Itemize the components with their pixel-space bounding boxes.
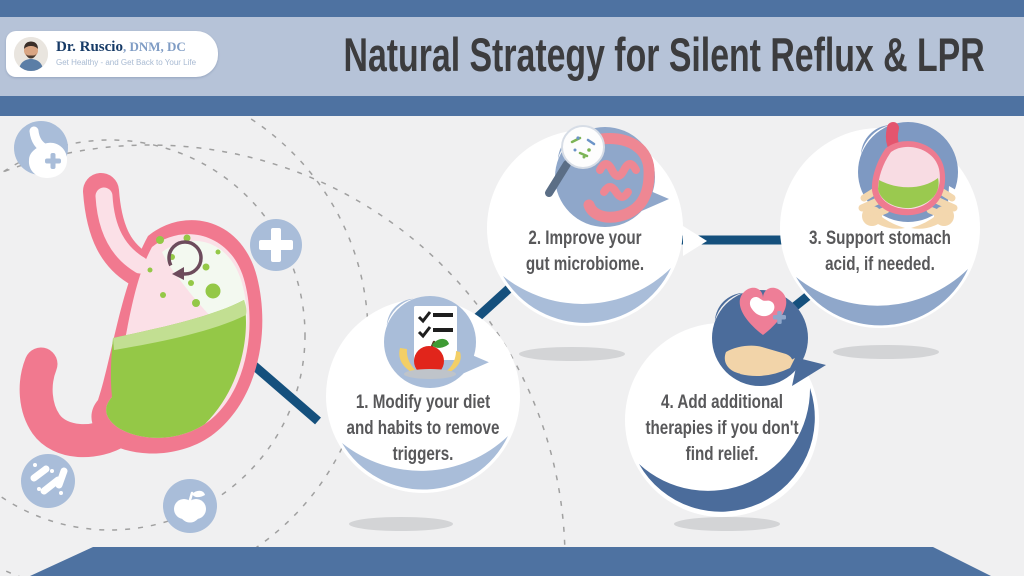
step-bubble-2 <box>487 125 707 326</box>
brand-name: Dr. Ruscio, DNM, DC <box>56 38 216 56</box>
avatar-photo <box>14 37 48 71</box>
header-bottom-strip <box>0 96 1024 116</box>
page-title: Natural Strategy for Silent Reflux & LPR <box>343 28 985 81</box>
brand-name-label: Dr. Ruscio <box>56 39 123 55</box>
reflux-cycle-arrow-icon <box>167 240 203 280</box>
step-3-text: 3. Support stomach acid, if needed. <box>809 228 951 275</box>
step-bubble-3 <box>780 122 980 328</box>
brand-credentials: , DNM, DC <box>122 39 186 54</box>
apple-icon <box>163 479 217 533</box>
header-top-bar <box>0 0 1024 17</box>
brand-tagline: Get Healthy - and Get Back to Your Life <box>56 58 197 67</box>
stomach-illustration <box>19 173 263 458</box>
avatar <box>14 37 48 71</box>
step-bubble-1 <box>326 296 520 493</box>
hand-holding-heart-stomach-icon <box>724 287 795 376</box>
bacteria-icon <box>21 454 75 508</box>
step-bubble-4 <box>625 287 826 517</box>
stomach-plus-icon <box>14 121 68 178</box>
magnifying-glass-gut-icon <box>545 125 655 223</box>
checklist-apple-banana-icon <box>399 306 461 379</box>
step-2-text: 2. Improve your gut microbiome. <box>525 228 645 275</box>
bubble-shadows <box>349 345 939 531</box>
floor-shape <box>30 547 991 576</box>
brand-text: Dr. Ruscio, DNM, DC Get Healthy - and Ge… <box>56 38 216 68</box>
plus-icon <box>250 219 302 271</box>
stomach-bubbles <box>147 234 221 307</box>
brand-logo-card: Dr. Ruscio, DNM, DC Get Healthy - and Ge… <box>6 31 218 77</box>
step-4-text: 4. Add additional therapies if you don't… <box>645 392 799 465</box>
hands-holding-stomach-icon <box>858 122 958 229</box>
step-1-text: 1. Modify your diet and habits to remove… <box>346 392 500 465</box>
